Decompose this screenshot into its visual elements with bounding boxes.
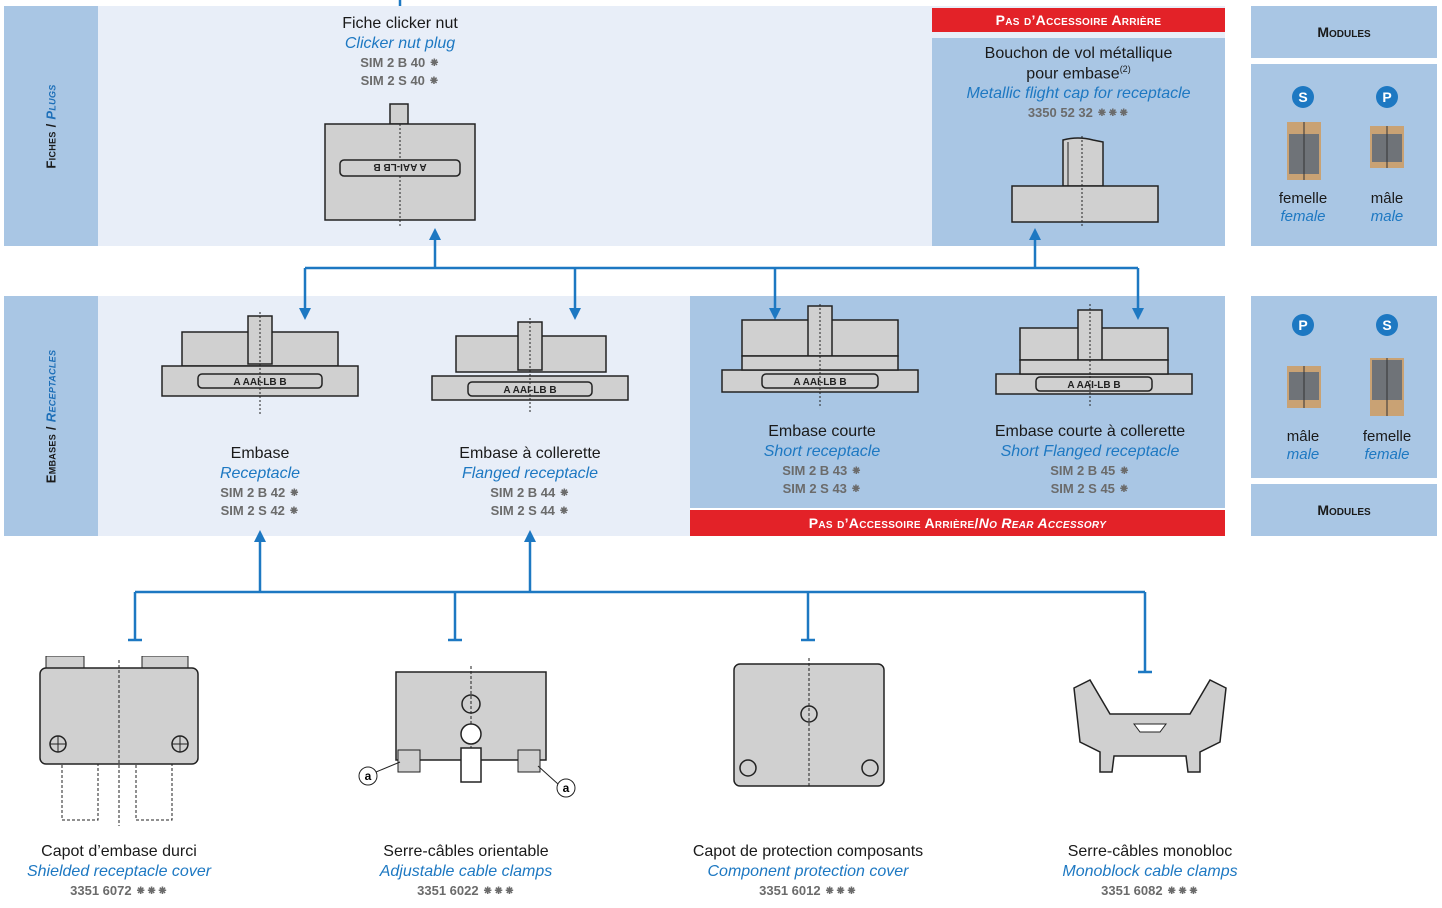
flanged-receptacle-label: Embase à collerette Flanged receptacle S… xyxy=(459,445,601,518)
component-cover-label: Capot de protection composants Component… xyxy=(692,843,924,898)
component-protection-cover-drawing xyxy=(733,658,885,787)
receptacles-row-tab: Embases / Receptacles xyxy=(4,296,98,536)
cap-fr-2: pour embase xyxy=(1026,65,1120,83)
male-module-icon xyxy=(1287,366,1321,408)
badge-p-icon: P xyxy=(1376,86,1398,108)
monoblock-cable-clamps-drawing xyxy=(1073,679,1227,773)
short-flanged-receptacle-marking: A AAI-LB B xyxy=(1067,380,1120,391)
plug-en: Clicker nut plug xyxy=(344,35,456,52)
adjustable-cable-clamps-drawing: a a xyxy=(358,666,576,798)
plug-ref-s: SIM 2 S 40 ⁕ xyxy=(360,72,440,88)
modules-header-bottom: Modules xyxy=(1251,484,1437,536)
modules-panel-top xyxy=(1251,64,1437,246)
callout-left-a: a xyxy=(365,769,372,783)
short-receptacle-label: Embase courte Short receptacle SIM 2 B 4… xyxy=(763,423,881,496)
short-flanged-receptacle-drawing: A AAI-LB B xyxy=(995,304,1193,408)
no-rear-accessory-banner-bottom: Pas d’Accessoire Arrière / No Rear Acces… xyxy=(690,510,1225,536)
receptacle-label: Embase Receptacle SIM 2 B 42 ⁕ SIM 2 S 4… xyxy=(219,445,301,518)
male-module-icon xyxy=(1370,126,1404,168)
monoblock-clamps-label: Serre-câbles monobloc Monoblock cable cl… xyxy=(1062,843,1238,898)
plug-drawing: A AAI-LB B xyxy=(324,103,476,226)
badge-p-icon: P xyxy=(1292,314,1314,336)
female-module-icon xyxy=(1287,122,1321,180)
shielded-cover-label: Capot d’embase durci Shielded receptacle… xyxy=(26,843,212,898)
flanged-receptacle-drawing: A AAI-LB B xyxy=(431,318,629,414)
plug-label: Fiche clicker nut Clicker nut plug SIM 2… xyxy=(300,14,500,89)
short-receptacle-drawing: A AAI-LB B xyxy=(721,304,919,408)
cap-fr-1: Bouchon de vol métallique xyxy=(984,45,1173,62)
cap-ref: 3350 52 32 ⁕⁕⁕ xyxy=(1027,105,1130,121)
female-module-icon xyxy=(1370,358,1404,416)
cap-en: Metallic flight cap for receptacle xyxy=(966,85,1191,103)
modules-panel-bottom xyxy=(1251,296,1437,478)
no-rear-accessory-banner-top: Pas d’Accessoire Arrière xyxy=(932,8,1225,32)
cap-label: Bouchon de vol métallique pour embase(2)… xyxy=(932,44,1225,122)
cap-footnote: (2) xyxy=(1119,64,1131,74)
modules-header-top: Modules xyxy=(1251,6,1437,58)
badge-s-icon: S xyxy=(1376,314,1398,336)
plug-ref-b: SIM 2 B 40 ⁕ xyxy=(360,55,440,70)
receptacle-drawing: A AAI-LB B xyxy=(161,312,359,416)
badge-s-icon: S xyxy=(1292,86,1314,108)
plug-marking: A AAI-LB B xyxy=(373,161,426,172)
plug-fr: Fiche clicker nut xyxy=(342,15,458,32)
receptacle-marking: A AAI-LB B xyxy=(233,377,286,388)
adjustable-clamps-label: Serre-câbles orientable Adjustable cable… xyxy=(379,843,553,898)
shielded-cover-drawing xyxy=(39,656,199,826)
plugs-row-tab: Fiches / Plugs xyxy=(4,6,98,246)
short-receptacle-marking: A AAI-LB B xyxy=(793,377,846,388)
cap-drawing xyxy=(1011,136,1159,226)
callout-right-a: a xyxy=(563,781,570,795)
short-flanged-receptacle-label: Embase courte à collerette Short Flanged… xyxy=(994,423,1186,496)
